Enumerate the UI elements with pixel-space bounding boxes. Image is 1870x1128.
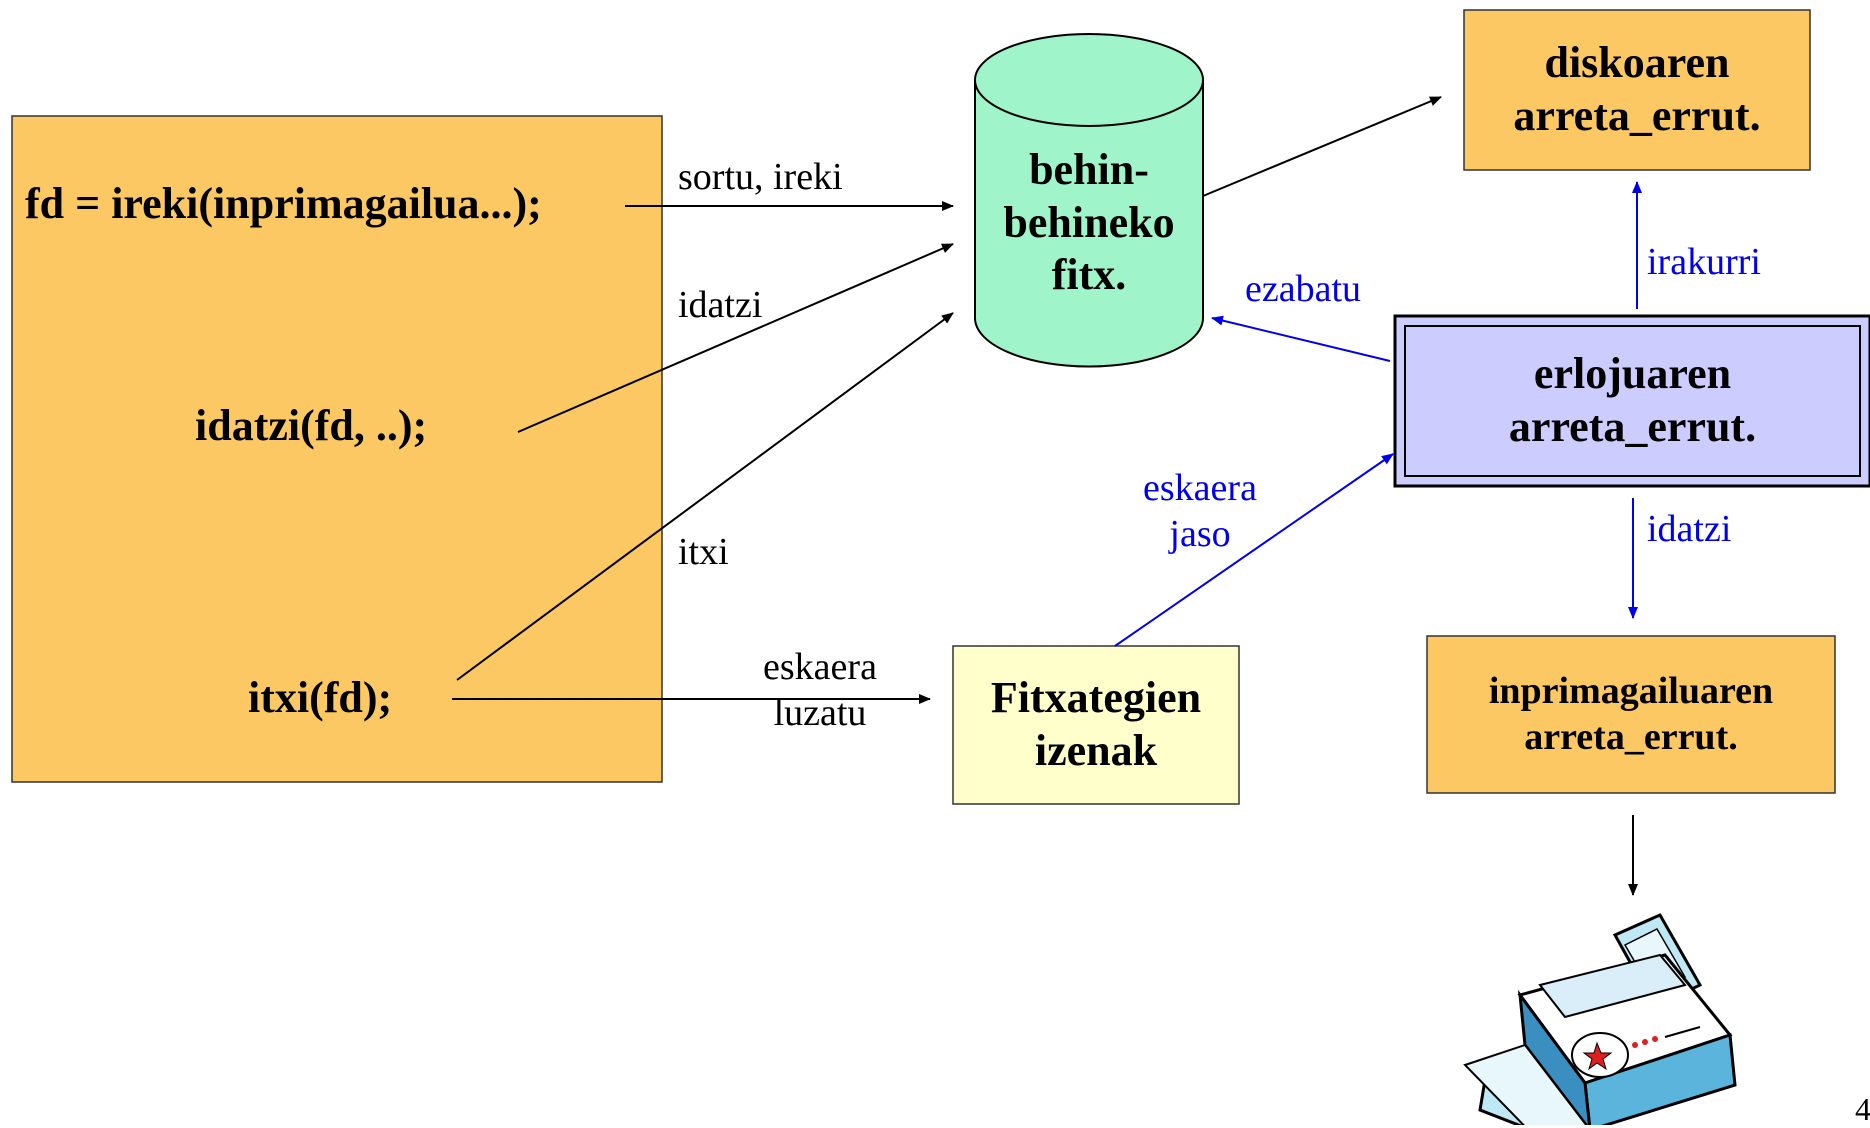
temp-file-label: behin- behineko fitx. (975, 128, 1203, 318)
arrow-write (517, 243, 954, 433)
printer-icon (1463, 913, 1737, 1125)
printer-handler-line2: arreta_errut. (1524, 715, 1738, 758)
edge-label-receive-line2: jaso (1169, 512, 1231, 555)
clock-handler-label: erlojuaren arreta_errut. (1405, 326, 1860, 476)
code-close-call: itxi(fd); (248, 673, 393, 722)
file-names-line1: Fitxategien (990, 673, 1202, 723)
arrow-receive-request (1114, 453, 1394, 647)
disk-handler-line2: arreta_errut. (1513, 91, 1761, 140)
temp-file-line2: behineko (1003, 197, 1175, 247)
file-names-box (952, 645, 1240, 805)
edge-label-create-open: sortu, ireki (678, 156, 843, 198)
clock-handler-line1: erlojuaren (1533, 349, 1732, 399)
temp-file-line3: fitx. (1051, 250, 1127, 300)
printer-handler-line1: inprimagailuaren (1488, 669, 1774, 712)
edge-label-write-printer: idatzi (1647, 508, 1732, 550)
arrow-close (456, 312, 954, 681)
arrow-delete (1211, 315, 1391, 362)
edge-label-receive-line1: eskaera (1143, 467, 1257, 509)
edge-label-extend-line1: eskaera (763, 646, 877, 688)
disk-handler-label: diskoaren arreta_errut. (1464, 10, 1810, 170)
process-box (11, 115, 663, 783)
code-write-call: idatzi(fd, ..); (195, 401, 428, 450)
edge-label-delete: ezabatu (1245, 268, 1362, 310)
edge-label-close: itxi (678, 531, 729, 573)
printer-handler-label: inprimagailuaren arreta_errut. (1427, 636, 1835, 793)
printer-handler-box (1426, 635, 1836, 794)
temp-file-cylinder (974, 33, 1204, 368)
file-names-line2: izenak (1034, 726, 1158, 775)
edge-label-extend-line2: luzatu (773, 691, 867, 734)
edge-label-receive-request: eskaera jaso (1120, 466, 1280, 557)
edge-label-extend-request: eskaera luzatu (740, 645, 900, 736)
code-open-call: fd = ireki(inprimagailua...); (25, 179, 542, 228)
clock-handler-box (1393, 314, 1870, 488)
edge-label-read: irakurri (1647, 241, 1761, 283)
edge-label-write: idatzi (678, 284, 763, 326)
arrow-to-disk-handler (1202, 96, 1442, 197)
disk-handler-box (1463, 9, 1811, 171)
clock-handler-line2: arreta_errut. (1508, 402, 1757, 451)
file-names-label: Fitxategien izenak (953, 646, 1239, 804)
page-number: 4 (1855, 1091, 1870, 1127)
disk-handler-line1: diskoaren (1544, 38, 1730, 88)
temp-file-line1: behin- (1029, 144, 1149, 194)
